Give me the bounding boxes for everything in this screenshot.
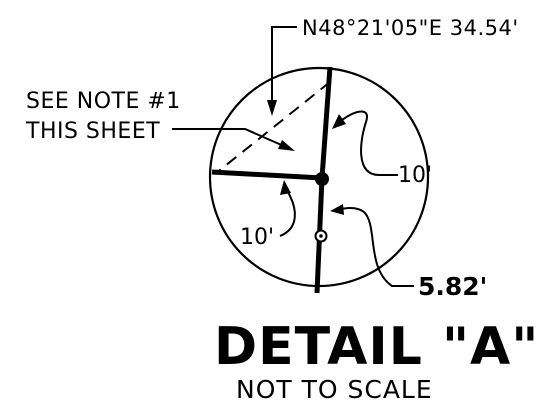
dim-lower-left-arrow <box>280 180 291 195</box>
bearing-leader <box>271 26 297 110</box>
bearing-callout: N48°21'05"E 34.54' <box>302 16 519 40</box>
note-leader-arrow <box>278 140 295 151</box>
note-label-line1: SEE NOTE #1 <box>26 89 181 114</box>
dim-upper-right-leader <box>336 110 398 176</box>
dim-upper-right-arrow <box>332 114 346 129</box>
property-line-west <box>211 169 323 181</box>
detail-subtitle: NOT TO SCALE <box>236 375 433 404</box>
dim-lower-left-label: 10' <box>240 225 274 250</box>
note-label-line2: THIS SHEET <box>25 119 160 144</box>
dashed-easement-line <box>214 81 331 175</box>
note-leader <box>172 128 287 148</box>
survey-marker-center <box>319 234 323 238</box>
dim-upper-right-label: 10' <box>398 163 432 188</box>
dim-lower-right-leader <box>335 207 414 287</box>
dim-lower-right-label: 5.82' <box>418 272 487 301</box>
property-line-north <box>319 66 333 179</box>
dim-lower-right-arrow <box>330 204 344 215</box>
detail-title: DETAIL "A" <box>214 317 539 377</box>
bearing-leader-arrow <box>267 100 277 116</box>
corner-monument <box>315 172 329 186</box>
